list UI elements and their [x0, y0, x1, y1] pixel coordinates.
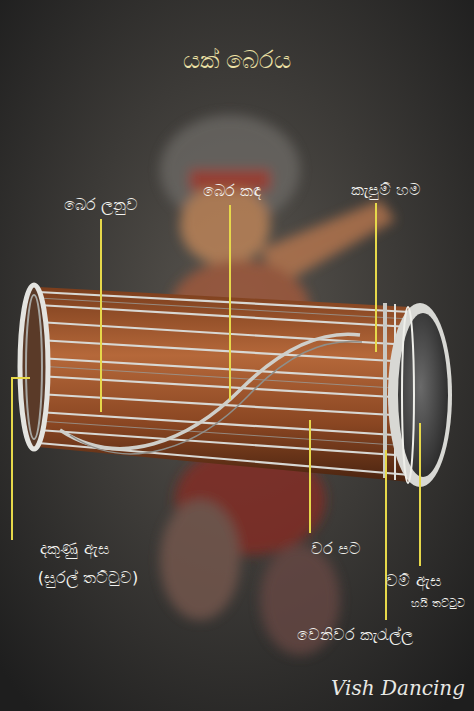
part-label: කැපුම් හම [351, 180, 421, 199]
part-label: දකුණු ඇස [40, 539, 109, 558]
part-label: බෙර කඳ [203, 181, 261, 200]
part-sublabel: හයි තට්ටුව [411, 597, 465, 610]
part-label: බෙර ලනුව [64, 195, 138, 214]
part-label: වෙනිවර කැරැල්ල [297, 625, 413, 644]
part-label: වම් ඇස [386, 571, 441, 590]
part-label: වර පට [311, 539, 361, 558]
leader-lines [12, 203, 420, 620]
diagram-title: යක් බෙරය [183, 46, 292, 75]
drum [20, 285, 452, 487]
part-label: (සුරල් තට්ටුව) [38, 568, 139, 587]
watermark: Vish Dancing [331, 676, 465, 700]
